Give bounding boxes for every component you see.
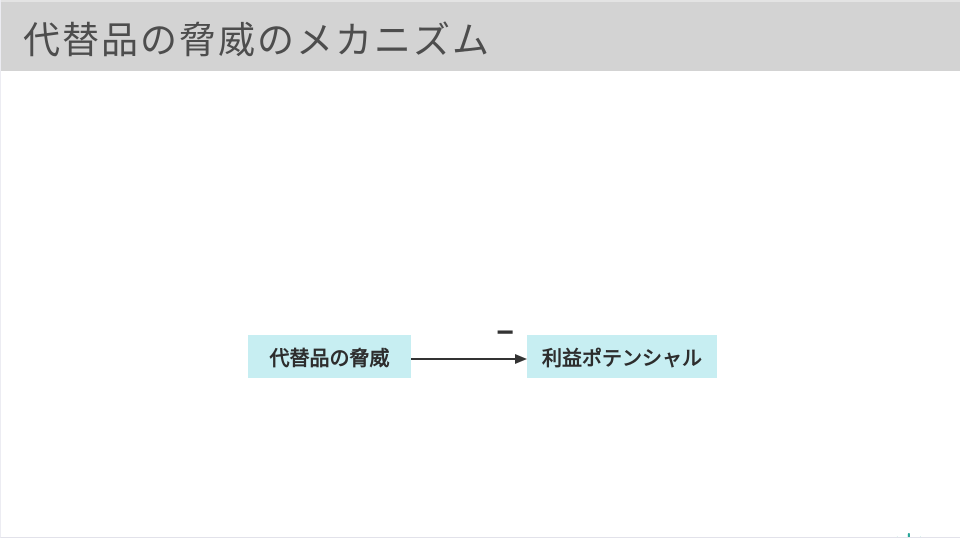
diagram-source-box: 代替品の脅威 [248, 335, 411, 378]
diagram-target-box: 利益ポテンシャル [527, 335, 717, 378]
cat-reading-book-logo-icon [877, 532, 935, 537]
slide-header: 代替品の脅威のメカニズム [1, 0, 960, 71]
arrow-right-icon [411, 352, 527, 366]
slide-body: 代替品の脅威 − 利益ポテンシャル [1, 71, 960, 537]
slide-title: 代替品の脅威のメカニズム [23, 19, 491, 61]
minus-sign: − [496, 316, 514, 349]
